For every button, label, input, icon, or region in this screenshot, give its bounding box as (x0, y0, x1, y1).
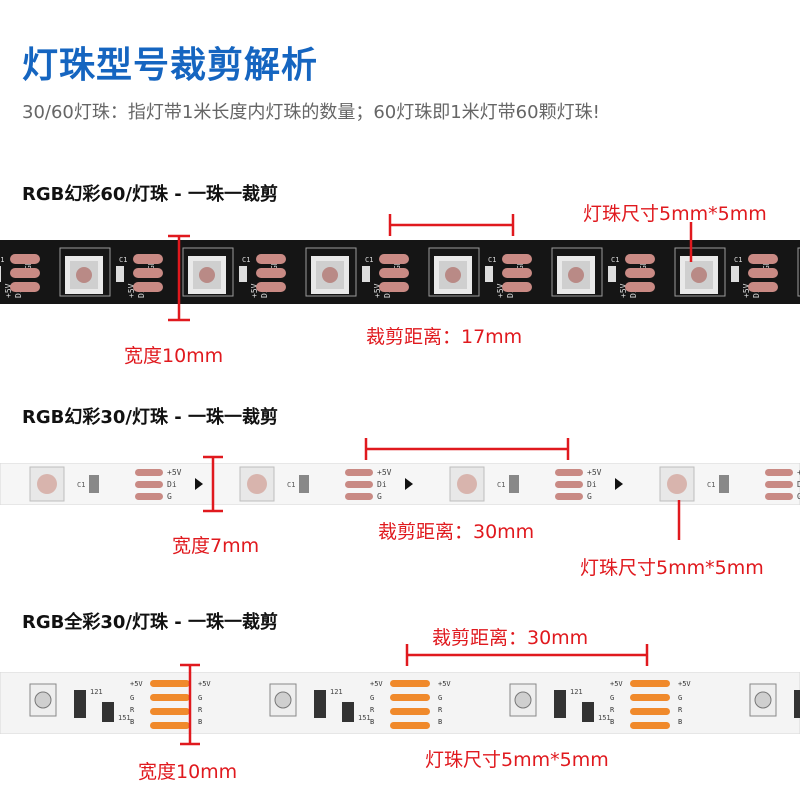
svg-text:+5V: +5V (797, 468, 800, 477)
svg-text:G: G (797, 492, 800, 501)
svg-text:+5V: +5V (4, 283, 13, 298)
bead-size-label-2: 灯珠尺寸5mm*5mm (580, 557, 764, 579)
svg-text:C1: C1 (707, 481, 715, 489)
strip-cell: C1 +5V DiG (29, 466, 203, 502)
svg-text:C1: C1 (497, 481, 505, 489)
svg-text:151: 151 (118, 714, 131, 722)
svg-text:B: B (198, 718, 202, 726)
svg-text:R: R (438, 706, 443, 714)
svg-text:G: G (377, 492, 382, 501)
strip-cell: C1+5VDinGND (133, 247, 279, 298)
page-title: 灯珠型号裁剪解析 (22, 45, 319, 86)
svg-text:C1: C1 (287, 481, 295, 489)
svg-text:C1: C1 (242, 256, 250, 264)
svg-text:G: G (678, 694, 682, 702)
led-strip-white-30: C1+5VDiGC1+5VDiGC1+5VDiGC1+5VDiGC1+5VDiG… (0, 463, 800, 505)
svg-text:R: R (610, 706, 615, 714)
led-strip-white-full: 121151+5VGRB+5VGRB121151+5VGRB+5VGRB1211… (0, 672, 800, 734)
svg-text:+5V: +5V (250, 283, 259, 298)
bead-size-label-1: 灯珠尺寸5mm*5mm (583, 203, 767, 225)
width-label-2: 宽度7mm (172, 535, 260, 557)
svg-text:C1: C1 (611, 256, 619, 264)
strip-cell: C1+5VDinGND (256, 247, 402, 298)
svg-text:Di: Di (167, 480, 177, 489)
svg-text:+5V: +5V (370, 680, 383, 688)
page-subtitle: 30/60灯珠：指灯带1米长度内灯珠的数量；60灯珠即1米灯带60颗灯珠! (22, 102, 600, 123)
svg-text:B: B (130, 718, 134, 726)
svg-text:R: R (370, 706, 375, 714)
svg-text:+5V: +5V (587, 468, 602, 477)
led-strip-black-60: C1+5VDinGNDC1+5VDinGNDC1+5VDinGNDC1+5VDi… (0, 240, 800, 304)
svg-text:Di: Di (797, 480, 800, 489)
svg-text:B: B (610, 718, 614, 726)
svg-text:C1: C1 (0, 256, 4, 264)
width-label-1: 宽度10mm (124, 345, 224, 367)
svg-text:R: R (130, 706, 135, 714)
cut-distance-label-3: 裁剪距离：30mm (432, 627, 589, 649)
cut-distance-label-2: 裁剪距离：30mm (378, 521, 535, 543)
svg-text:R: R (198, 706, 203, 714)
svg-text:+5V: +5V (377, 468, 392, 477)
strip-cell: C1 +5V DiG (659, 466, 800, 502)
svg-text:B: B (678, 718, 682, 726)
svg-text:C1: C1 (488, 256, 496, 264)
svg-text:151: 151 (598, 714, 611, 722)
svg-text:G: G (167, 492, 172, 501)
svg-text:+5V: +5V (438, 680, 451, 688)
svg-text:C1: C1 (734, 256, 742, 264)
svg-text:G: G (438, 694, 442, 702)
svg-text:121: 121 (90, 688, 103, 696)
strip-cell: C1 +5V DiG (449, 466, 623, 502)
svg-text:G: G (587, 492, 592, 501)
svg-text:+5V: +5V (496, 283, 505, 298)
section-title-rgb30-full: RGB全彩30/灯珠 - 一珠一裁剪 (22, 612, 278, 633)
svg-text:C1: C1 (365, 256, 373, 264)
svg-text:121: 121 (330, 688, 343, 696)
svg-text:+5V: +5V (619, 283, 628, 298)
svg-text:G: G (370, 694, 374, 702)
svg-text:G: G (130, 694, 134, 702)
svg-text:Di: Di (377, 480, 387, 489)
svg-text:+5V: +5V (127, 283, 136, 298)
svg-text:+5V: +5V (373, 283, 382, 298)
svg-text:+5V: +5V (198, 680, 211, 688)
svg-text:+5V: +5V (167, 468, 182, 477)
svg-text:151: 151 (358, 714, 371, 722)
svg-text:B: B (438, 718, 442, 726)
bead-size-label-3: 灯珠尺寸5mm*5mm (425, 749, 609, 771)
section-title-rgb30-dream: RGB幻彩30/灯珠 - 一珠一裁剪 (22, 407, 278, 428)
section-title-rgb60: RGB幻彩60/灯珠 - 一珠一裁剪 (22, 184, 278, 205)
svg-text:121: 121 (570, 688, 583, 696)
svg-text:G: G (198, 694, 202, 702)
svg-text:+5V: +5V (742, 283, 751, 298)
svg-text:G: G (610, 694, 614, 702)
svg-text:+5V: +5V (130, 680, 143, 688)
strip-cell: C1+5VDinGND (748, 247, 800, 297)
strip-cell: C1 +5V DiG (239, 466, 413, 502)
cut-distance-label-1: 裁剪距离：17mm (366, 326, 523, 348)
svg-text:R: R (678, 706, 683, 714)
svg-text:C1: C1 (77, 481, 85, 489)
width-label-3: 宽度10mm (138, 761, 238, 783)
svg-text:+5V: +5V (678, 680, 691, 688)
strip-cell: C1+5VDinGND (379, 247, 525, 298)
svg-text:C1: C1 (119, 256, 127, 264)
svg-text:+5V: +5V (610, 680, 623, 688)
svg-text:Di: Di (587, 480, 597, 489)
svg-text:B: B (370, 718, 374, 726)
